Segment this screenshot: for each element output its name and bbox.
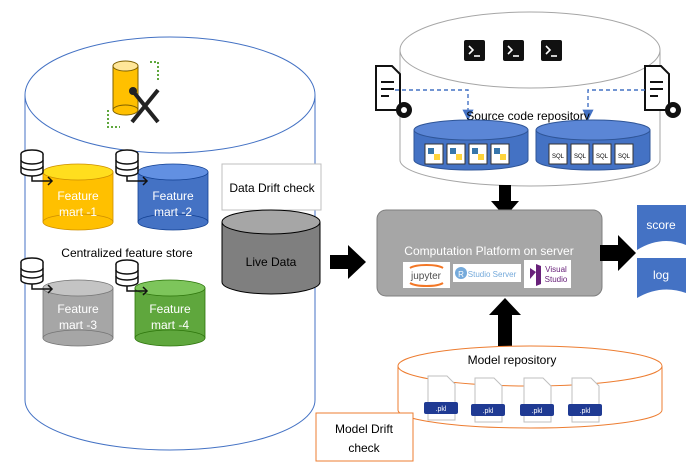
sql-file-label: SQL <box>596 154 609 160</box>
mart-2-line1: Feature <box>152 189 194 203</box>
database-tools-icon <box>107 60 160 128</box>
platform-label: Computation Platform on server <box>404 244 573 258</box>
pkl-file-label: .pkl <box>436 406 447 413</box>
mart-2-line2: mart -2 <box>154 205 192 219</box>
jupyter-label: jupyter <box>410 271 442 282</box>
score-output: score <box>637 205 686 250</box>
database-arrow-icon <box>20 257 54 294</box>
document-gear-icon <box>644 65 681 118</box>
python-file-icon <box>490 143 510 165</box>
database-arrow-icon <box>20 149 54 186</box>
feature-mart-1: Feature mart -1 <box>42 163 114 231</box>
sql-file-label: SQL <box>618 154 631 160</box>
model-drift-line1: Model Drift <box>335 422 394 436</box>
rstudio-logo: R Studio Server <box>453 264 521 282</box>
feature-mart-3: Feature mart -3 <box>42 279 114 347</box>
visual-studio-label-2: Studio <box>545 275 568 284</box>
terminal-icon <box>541 40 562 61</box>
database-arrow-icon <box>115 149 149 186</box>
log-label: log <box>653 268 669 282</box>
svg-text:R: R <box>458 270 464 279</box>
dashed-connector-right <box>582 89 645 121</box>
sql-file-icon: SQL <box>592 143 612 165</box>
pkl-file-icon: .pkl <box>471 377 505 423</box>
mart-4-line2: mart -4 <box>151 318 189 332</box>
arrow-down-to-platform <box>491 185 519 217</box>
dashed-connector-left <box>395 89 474 121</box>
sql-file-label: SQL <box>552 154 565 160</box>
python-file-icon <box>468 143 488 165</box>
live-data-label: Live Data <box>246 255 297 269</box>
pkl-file-label: .pkl <box>532 408 543 415</box>
pkl-file-label: .pkl <box>483 408 494 415</box>
pkl-file-icon: .pkl <box>568 377 602 423</box>
mart-4-line1: Feature <box>149 302 191 316</box>
feature-mart-4: Feature mart -4 <box>134 279 206 347</box>
mart-1-line2: mart -1 <box>59 205 97 219</box>
pkl-file-icon: .pkl <box>424 375 458 421</box>
arrow-up-to-platform <box>489 298 521 346</box>
mart-3-line2: mart -3 <box>59 318 97 332</box>
source-repo-label: Source code repository <box>466 109 589 123</box>
jupyter-logo: jupyter <box>403 262 450 288</box>
data-drift-box: Data Drift check <box>221 163 322 211</box>
arrow-to-platform <box>330 245 366 279</box>
model-drift-line2: check <box>348 441 380 455</box>
python-file-icon <box>424 143 444 165</box>
feature-mart-2: Feature mart -2 <box>137 163 209 231</box>
visual-studio-label-1: Visual <box>545 265 567 274</box>
model-drift-box: Model Drift check <box>315 412 414 462</box>
pkl-file-label: .pkl <box>580 408 591 415</box>
sql-file-label: SQL <box>574 154 587 160</box>
score-label: score <box>646 218 676 232</box>
rstudio-label: Studio Server <box>468 270 517 279</box>
mart-1-line1: Feature <box>57 189 99 203</box>
document-gear-icon <box>375 65 412 118</box>
visual-studio-logo: Visual Studio <box>524 260 571 288</box>
feature-store-label: Centralized feature store <box>61 246 193 260</box>
sql-file-icon: SQL <box>548 143 568 165</box>
data-drift-label: Data Drift check <box>229 181 315 195</box>
python-file-icon <box>446 143 466 165</box>
live-data-cylinder: Live Data <box>221 209 321 295</box>
sql-file-icon: SQL <box>614 143 634 165</box>
arrow-to-outputs <box>600 235 636 271</box>
terminal-icon <box>503 40 524 61</box>
pkl-file-icon: .pkl <box>520 377 554 423</box>
log-output: log <box>637 258 686 298</box>
terminal-icon <box>464 40 485 61</box>
database-arrow-icon <box>115 259 149 296</box>
model-repo-label: Model repository <box>468 353 557 367</box>
mart-3-line1: Feature <box>57 302 99 316</box>
sql-file-icon: SQL <box>570 143 590 165</box>
